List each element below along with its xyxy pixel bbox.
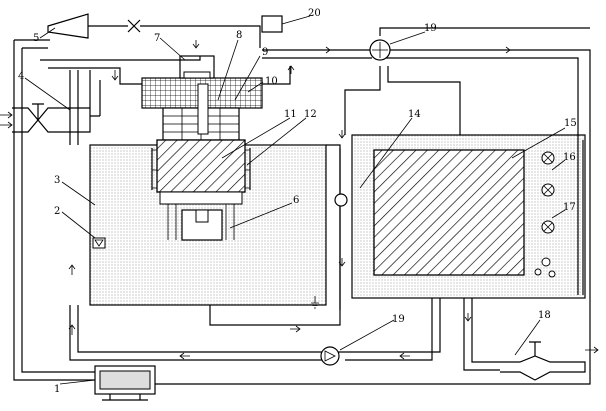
compressor-5 <box>47 13 141 39</box>
label-9: 9 <box>262 47 268 58</box>
label-5: 5 <box>33 33 39 44</box>
label-4: 4 <box>18 71 24 82</box>
label-18: 18 <box>538 310 551 321</box>
right-tank <box>351 134 586 299</box>
meter-14 <box>334 193 348 207</box>
label-20: 20 <box>308 8 321 19</box>
label-11: 11 <box>284 109 297 120</box>
controller-20 <box>261 15 283 33</box>
piping <box>13 25 591 385</box>
sensor-2 <box>92 237 106 249</box>
label-7: 7 <box>154 33 160 44</box>
flow-arrows <box>0 40 599 360</box>
label-14: 14 <box>408 109 421 120</box>
label-12: 12 <box>304 109 317 120</box>
label-8: 8 <box>236 30 242 41</box>
valve-19-top <box>369 39 391 61</box>
label-15: 15 <box>564 118 577 129</box>
leader-lines <box>24 15 566 385</box>
outlet-nozzle <box>500 341 586 381</box>
reactor-assembly <box>141 55 263 241</box>
label-3: 3 <box>54 175 60 186</box>
pump-19 <box>320 346 340 366</box>
label-1: 1 <box>54 384 60 395</box>
label-2: 2 <box>54 206 60 217</box>
callout-labels: 1 2 3 4 5 6 7 8 9 10 11 12 14 15 16 17 1… <box>18 8 577 395</box>
label-19-top: 19 <box>424 23 437 34</box>
label-10: 10 <box>265 76 278 87</box>
unit-1 <box>94 365 156 401</box>
label-6: 6 <box>293 195 299 206</box>
inlet-nozzle <box>12 70 101 133</box>
label-19-bottom: 19 <box>392 314 405 325</box>
label-17: 17 <box>563 202 576 213</box>
label-16: 16 <box>563 152 576 163</box>
